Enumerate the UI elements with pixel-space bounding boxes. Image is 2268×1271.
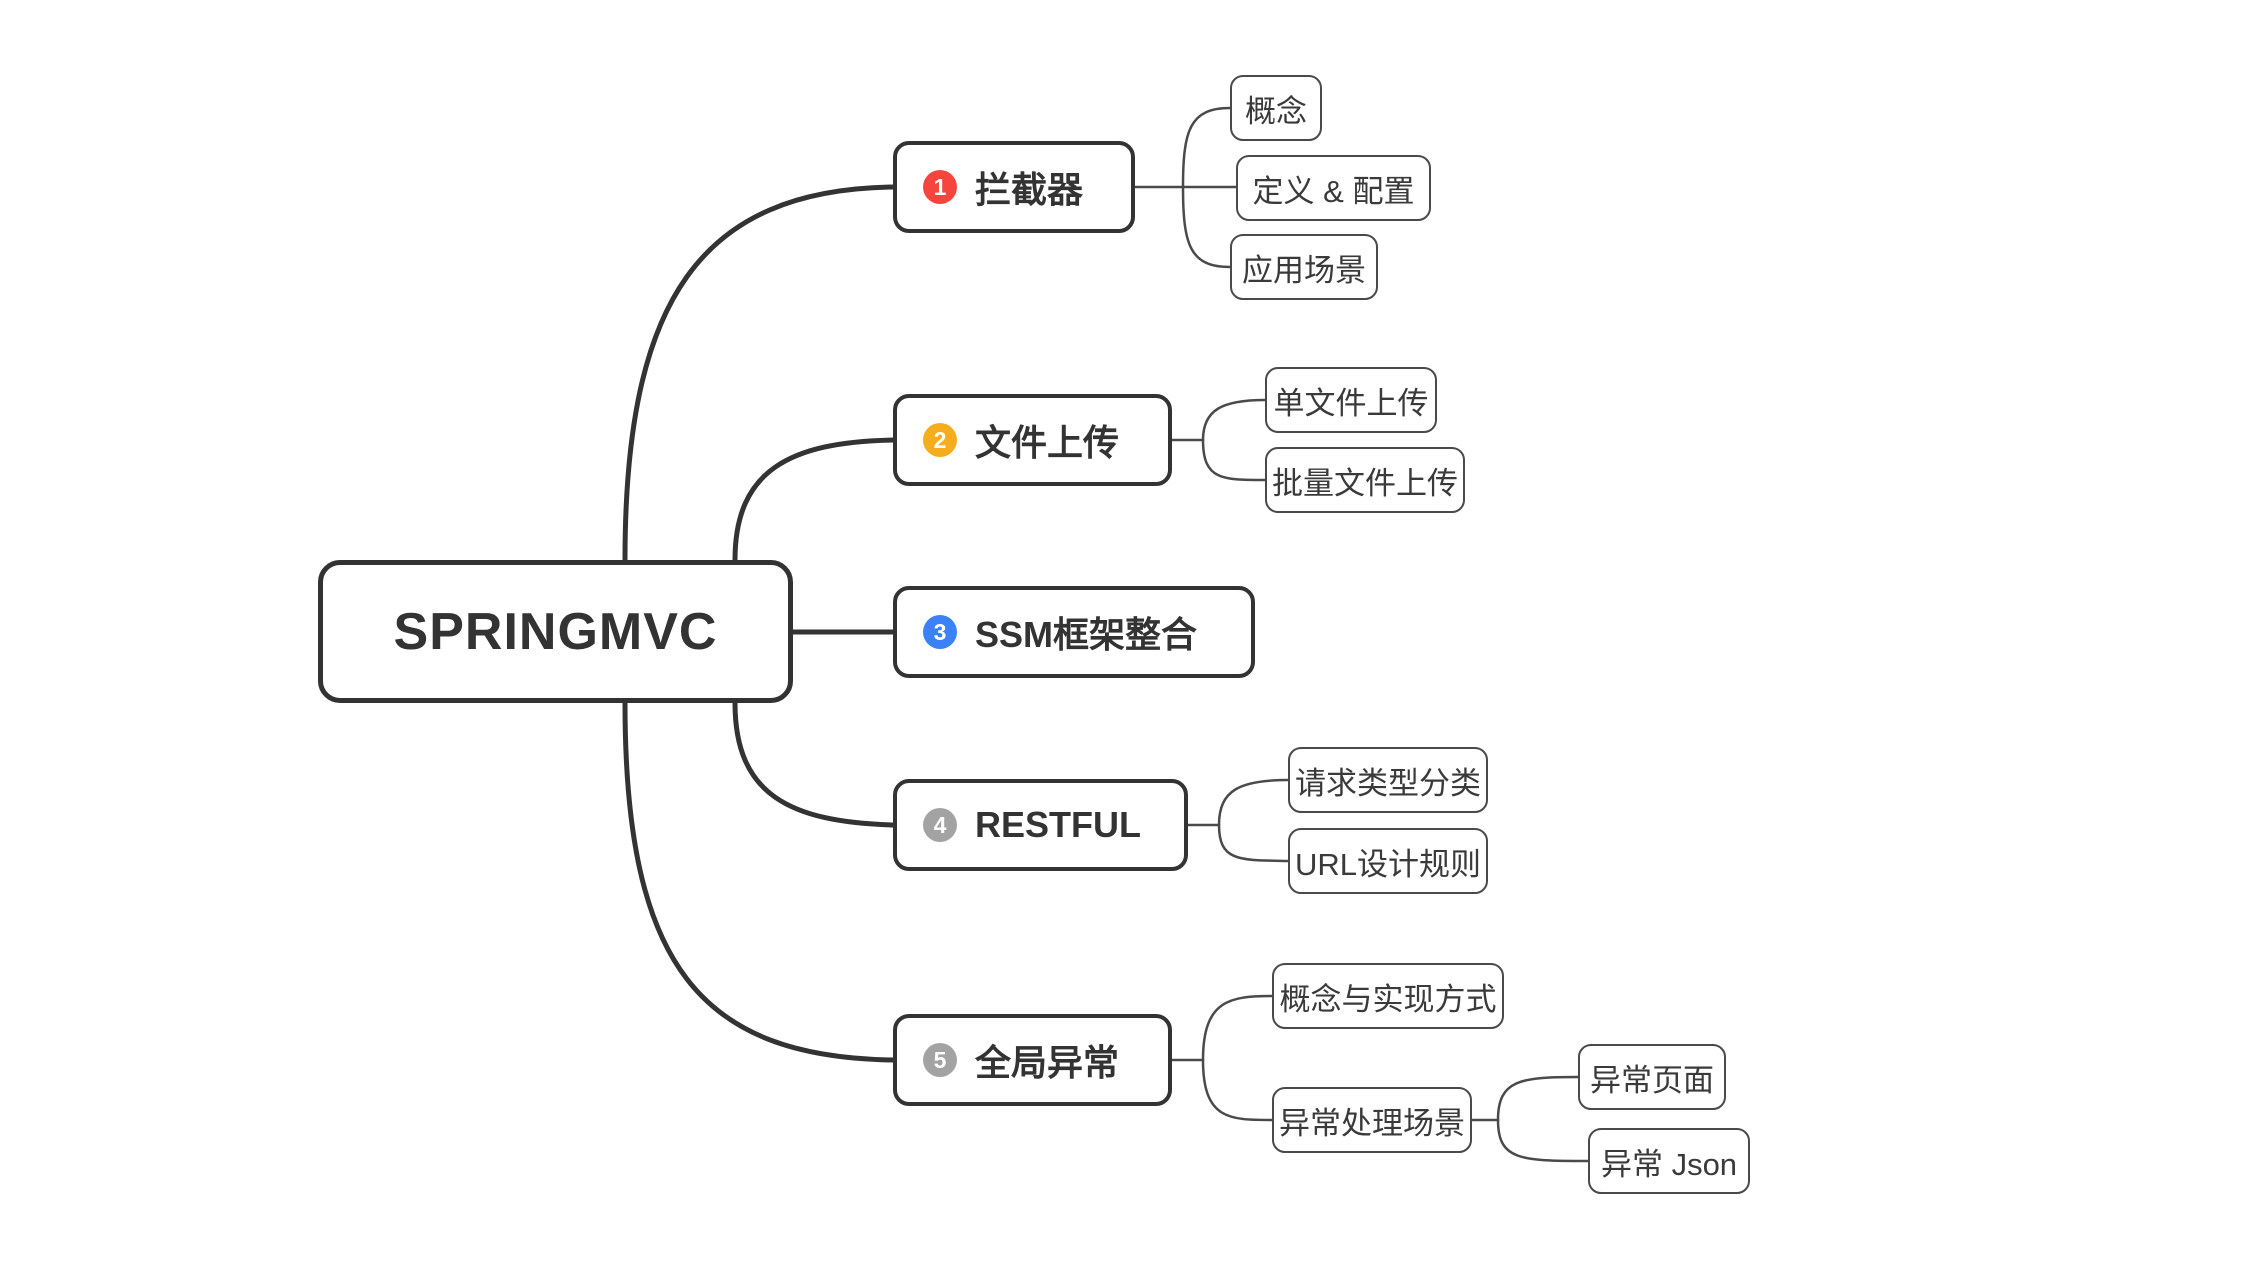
branch-node-2[interactable]: 2 文件上传 xyxy=(893,394,1172,486)
leaf-node-1-2-label: 定义 & 配置 xyxy=(1252,173,1415,209)
connector-root-to-branch-5 xyxy=(622,700,896,1063)
connector-root-to-branch-1 xyxy=(622,184,896,563)
leaf-node-5-1[interactable]: 概念与实现方式 xyxy=(1272,963,1504,1029)
branch-5-number-badge: 5 xyxy=(923,1043,957,1077)
root-node-label: SPRINGMVC xyxy=(393,602,718,661)
connector-branch-4-to-child-1 xyxy=(1217,778,1290,827)
connector-exception-scene-to-grandchild-2 xyxy=(1496,1118,1590,1163)
leaf-node-1-2[interactable]: 定义 & 配置 xyxy=(1236,155,1431,221)
branch-1-label: 拦截器 xyxy=(975,169,1084,210)
connector-branch-5-to-child-1 xyxy=(1201,994,1274,1062)
leaf-node-4-1-label: 请求类型分类 xyxy=(1295,765,1481,801)
branch-node-5[interactable]: 5 全局异常 xyxy=(893,1014,1172,1106)
leaf-node-2-1[interactable]: 单文件上传 xyxy=(1265,367,1437,433)
leaf-node-4-2-label: URL设计规则 xyxy=(1295,846,1482,882)
connector-branch-2-to-child-2 xyxy=(1201,438,1267,482)
leaf-node-2-2-label: 批量文件上传 xyxy=(1272,465,1458,501)
leaf-node-4-2[interactable]: URL设计规则 xyxy=(1288,828,1488,894)
leaf-node-2-1-label: 单文件上传 xyxy=(1273,385,1429,421)
branch-4-number-badge: 4 xyxy=(923,808,957,842)
leaf-node-5-2-2[interactable]: 异常 Json xyxy=(1588,1128,1750,1194)
connector-root-to-branch-4 xyxy=(732,700,896,828)
branch-node-1[interactable]: 1 拦截器 xyxy=(893,141,1135,233)
leaf-node-5-2-2-label: 异常 Json xyxy=(1600,1146,1738,1182)
branch-5-label: 全局异常 xyxy=(975,1042,1120,1083)
branch-3-number-badge: 3 xyxy=(923,615,957,649)
leaf-node-1-1[interactable]: 概念 xyxy=(1230,75,1322,141)
branch-2-number-badge: 2 xyxy=(923,423,957,457)
connector-root-to-branch-2 xyxy=(732,437,896,563)
leaf-node-5-1-label: 概念与实现方式 xyxy=(1279,981,1497,1017)
branch-node-3[interactable]: 3 SSM框架整合 xyxy=(893,586,1255,678)
connector-branch-2-to-child-1 xyxy=(1201,398,1267,442)
root-node[interactable]: SPRINGMVC xyxy=(318,560,793,703)
leaf-node-5-2-1[interactable]: 异常页面 xyxy=(1578,1044,1726,1110)
leaf-node-5-2[interactable]: 异常处理场景 xyxy=(1272,1087,1472,1153)
connector-branch-4-to-child-2 xyxy=(1217,823,1290,863)
branch-node-4[interactable]: 4 RESTFUL xyxy=(893,779,1188,871)
connector-exception-scene-to-grandchild-1 xyxy=(1496,1075,1580,1122)
branch-4-label: RESTFUL xyxy=(975,804,1141,845)
leaf-node-1-3-label: 应用场景 xyxy=(1242,252,1366,288)
connector-branch-1-to-child-1 xyxy=(1181,106,1232,189)
branch-2-label: 文件上传 xyxy=(975,422,1120,463)
leaf-node-1-3[interactable]: 应用场景 xyxy=(1230,234,1378,300)
leaf-node-1-1-label: 概念 xyxy=(1245,93,1307,129)
leaf-node-5-2-label: 异常处理场景 xyxy=(1279,1105,1465,1141)
connector-branch-5-to-child-2 xyxy=(1201,1058,1274,1122)
leaf-node-2-2[interactable]: 批量文件上传 xyxy=(1265,447,1465,513)
leaf-node-4-1[interactable]: 请求类型分类 xyxy=(1288,747,1488,813)
connector-branch-1-to-child-3 xyxy=(1181,185,1232,269)
leaf-node-5-2-1-label: 异常页面 xyxy=(1590,1062,1714,1098)
branch-1-number-badge: 1 xyxy=(923,170,957,204)
branch-3-label: SSM框架整合 xyxy=(975,614,1198,655)
